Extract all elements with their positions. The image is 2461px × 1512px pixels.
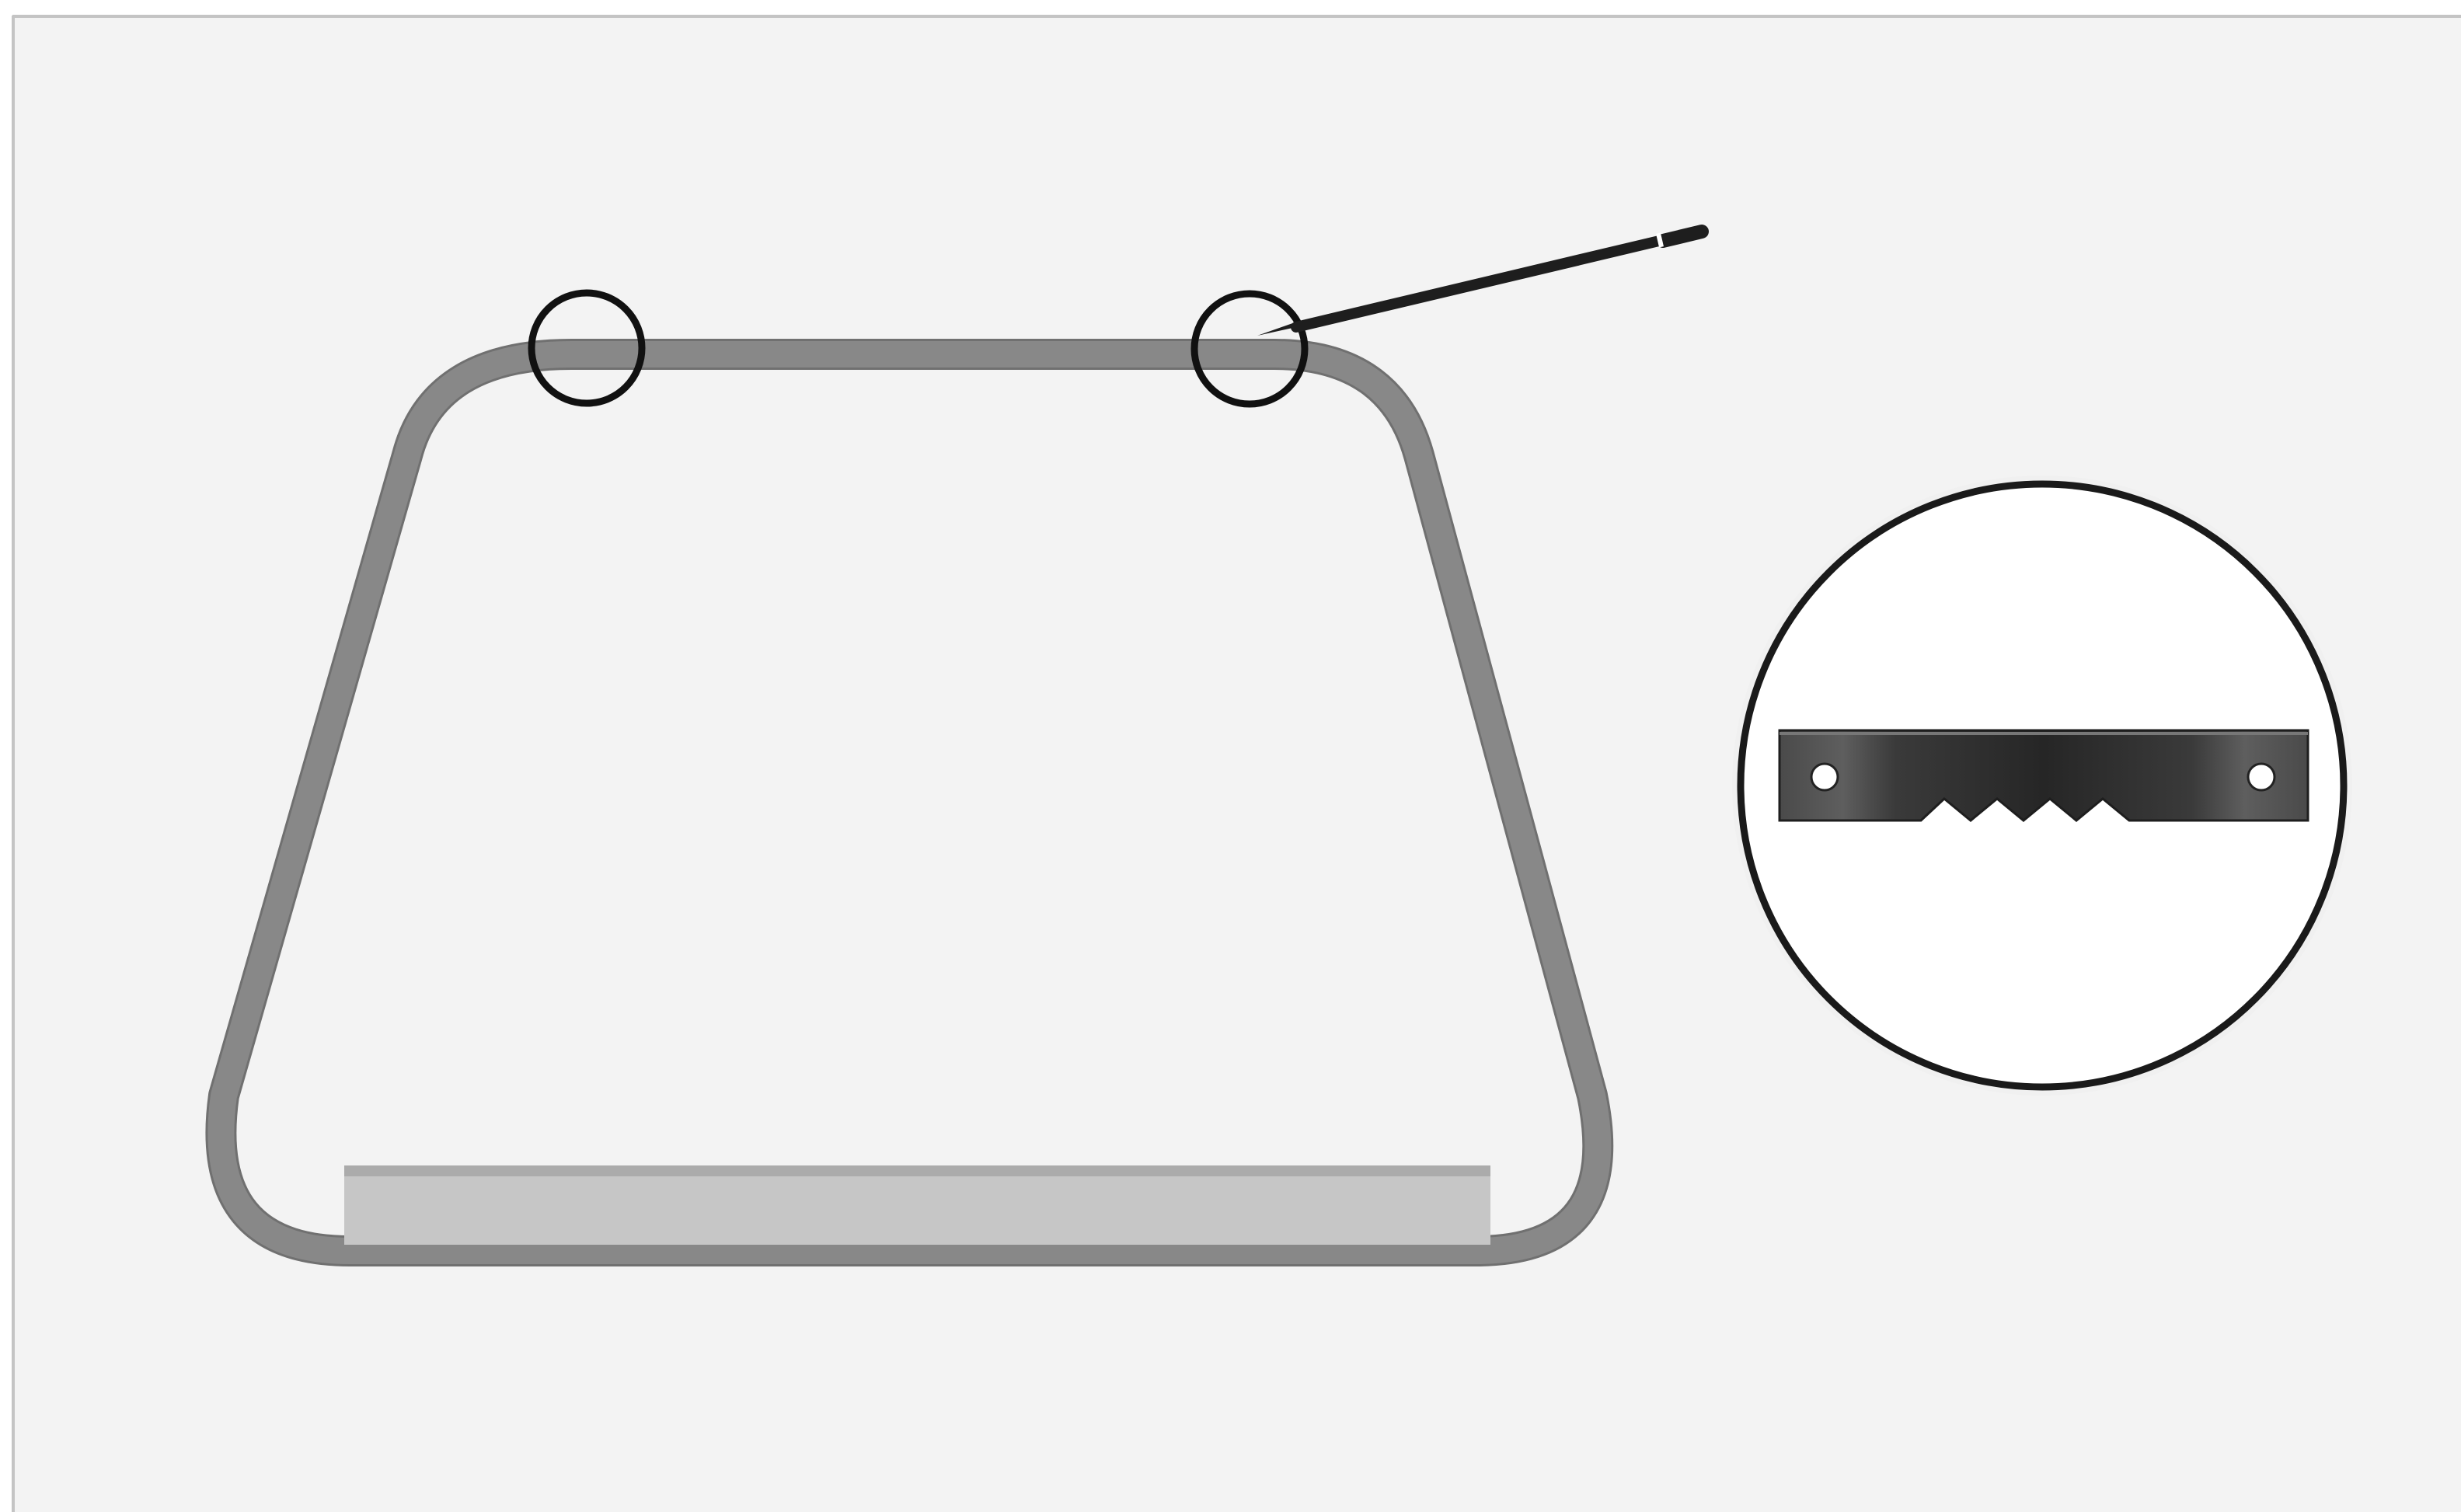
bottom-bar	[344, 1165, 1490, 1245]
hanger-hole-left	[1810, 762, 1839, 792]
pencil-icon	[1257, 225, 1709, 336]
marker-circle-right	[1190, 290, 1309, 408]
hanger-inset	[1732, 476, 2352, 1096]
sawtooth-hanger-icon	[1778, 729, 2309, 822]
hanging-frame	[207, 341, 1612, 1264]
marker-circle-left	[528, 289, 646, 407]
bottom-bar-edge	[344, 1165, 1490, 1176]
hanger-hole-right	[2247, 762, 2276, 792]
